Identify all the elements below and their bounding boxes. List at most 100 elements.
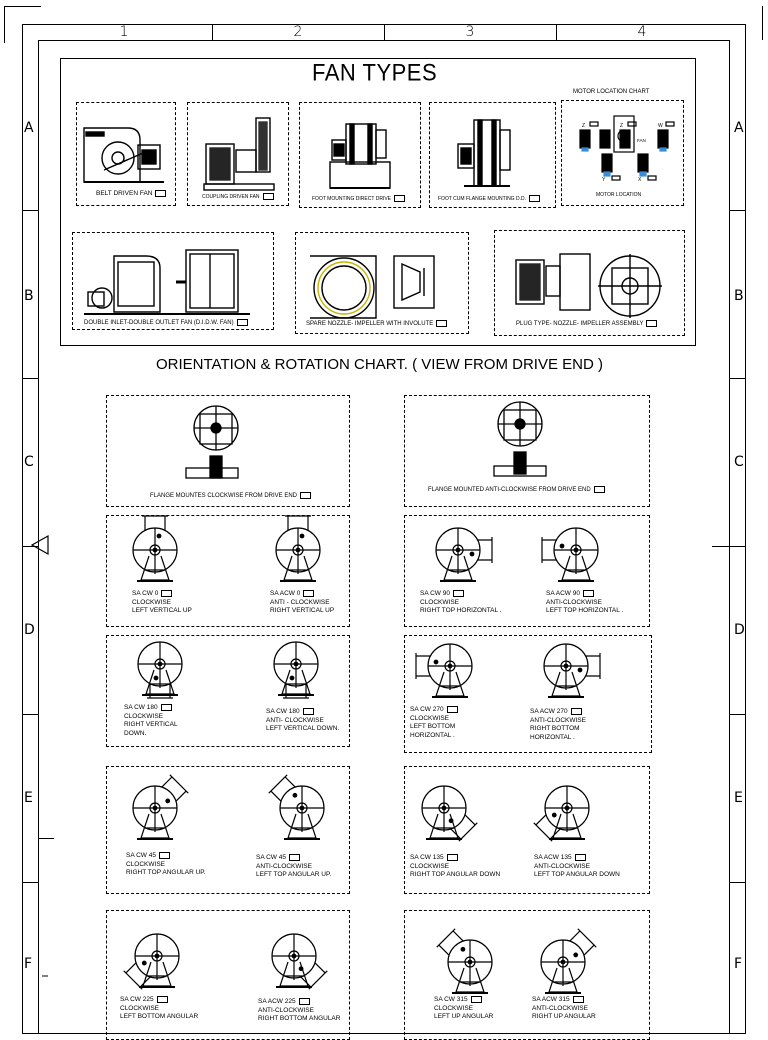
corner-mark-right xyxy=(762,6,763,40)
orientation-box-row2-left xyxy=(106,635,350,747)
motor-location-label: MOTOR LOCATION xyxy=(596,192,642,198)
row-letter-right: A xyxy=(734,120,744,136)
orientation-title: ORIENTATION & ROTATION CHART. ( VIEW FRO… xyxy=(156,356,603,373)
row-tick xyxy=(730,378,746,379)
orientation-box-row3-left xyxy=(106,766,350,894)
fan-symbol xyxy=(268,774,325,840)
row-tick xyxy=(22,714,38,715)
flange-cw-box xyxy=(106,395,350,507)
plug-type-label: PLUG TYPE- NOZZLE- IMPELLER ASSEMBLY xyxy=(516,320,658,328)
fan-symbol xyxy=(137,641,183,699)
spare-nozzle-label: SPARE NOZZLE- IMPELLER WITH INVOLUTE xyxy=(306,320,448,328)
fan-symbol xyxy=(533,785,590,842)
fan-symbol xyxy=(132,774,189,840)
column-tick xyxy=(556,24,557,40)
column-number: 4 xyxy=(637,24,647,40)
fan-type-belt-driven xyxy=(76,102,176,206)
row-tick xyxy=(730,714,746,715)
fan-type-didw xyxy=(72,232,274,330)
orientation-box-row1-right xyxy=(404,515,650,627)
didw-label: DOUBLE INLET-DOUBLE OUTLET FAN (D.I.D.W.… xyxy=(84,319,248,327)
column-tick xyxy=(384,24,385,40)
fan-symbol xyxy=(415,643,473,698)
row-tick xyxy=(730,210,746,211)
row-letter-left: F xyxy=(24,956,33,972)
fan-types-title: FAN TYPES xyxy=(312,58,438,87)
fan-type-spare-nozzle xyxy=(295,232,469,334)
orientation-box-row2-right xyxy=(404,635,652,753)
column-number: 3 xyxy=(465,24,475,40)
motor-position-label: X xyxy=(638,177,642,183)
row-tick xyxy=(730,882,746,883)
orientation-box-row1-left xyxy=(106,515,350,627)
row-letter-left: D xyxy=(24,622,35,638)
belt-driven-label: BELT DRIVEN FAN xyxy=(96,190,167,198)
row-tick xyxy=(712,546,746,547)
column-number: 2 xyxy=(293,24,303,40)
fan-symbol xyxy=(435,527,493,582)
column-tick xyxy=(212,24,213,40)
row-tick xyxy=(38,838,54,839)
row-letter-right: C xyxy=(734,454,744,470)
motor-fan-label: FAN xyxy=(637,138,646,143)
row-tick xyxy=(22,882,38,883)
column-number: 1 xyxy=(119,24,129,40)
fan-symbol xyxy=(273,641,319,699)
fan-symbol xyxy=(540,928,597,994)
coupling-driven-label: COUPLING DRIVEN FAN xyxy=(202,193,274,201)
fan-types-panel xyxy=(60,58,696,346)
motor-position-label: Y xyxy=(602,177,606,183)
motor-position-label: Z xyxy=(582,123,586,129)
foot-flange-label: FOOT CUM FLANGE MOUNTING D.D. xyxy=(438,195,540,203)
row-letter-right: B xyxy=(734,288,744,304)
motor-location-chart xyxy=(561,100,684,206)
fan-type-foot-mounting xyxy=(299,102,421,208)
fan-type-foot-flange xyxy=(429,102,556,208)
flange-cw-label: FLANGE MOUNTES CLOCKWISE FROM DRIVE END xyxy=(150,492,312,500)
flange-acw-box xyxy=(404,395,650,507)
foot-mounting-label: FOOT MOUNTING DIRECT DRIVE xyxy=(312,195,405,203)
motor-chart-title: MOTOR LOCATION CHART xyxy=(573,89,650,95)
orientation-box-row3-right xyxy=(404,766,650,894)
row-letter-right: E xyxy=(734,790,743,806)
row-letter-left: E xyxy=(24,790,33,806)
row-letter-right: F xyxy=(734,956,743,972)
fan-symbol xyxy=(543,643,601,698)
row-tick xyxy=(22,210,38,211)
flange-acw-label: FLANGE MOUNTED ANTI-CLOCKWISE FROM DRIVE… xyxy=(428,486,605,494)
row-letter-left: A xyxy=(24,120,34,136)
fan-symbol xyxy=(123,933,180,990)
row-tick xyxy=(22,378,38,379)
fan-symbol xyxy=(271,933,328,990)
fan-symbol xyxy=(132,515,178,582)
row-letter-right: D xyxy=(734,622,745,638)
fan-symbol xyxy=(541,527,599,582)
fan-symbol xyxy=(275,515,321,582)
motor-position-label: W xyxy=(658,123,663,129)
fan-symbol xyxy=(436,928,493,994)
fan-type-plug xyxy=(494,230,685,336)
fan-symbol xyxy=(421,785,478,842)
corner-mark xyxy=(4,6,41,43)
fan-type-coupling-driven xyxy=(187,102,289,206)
